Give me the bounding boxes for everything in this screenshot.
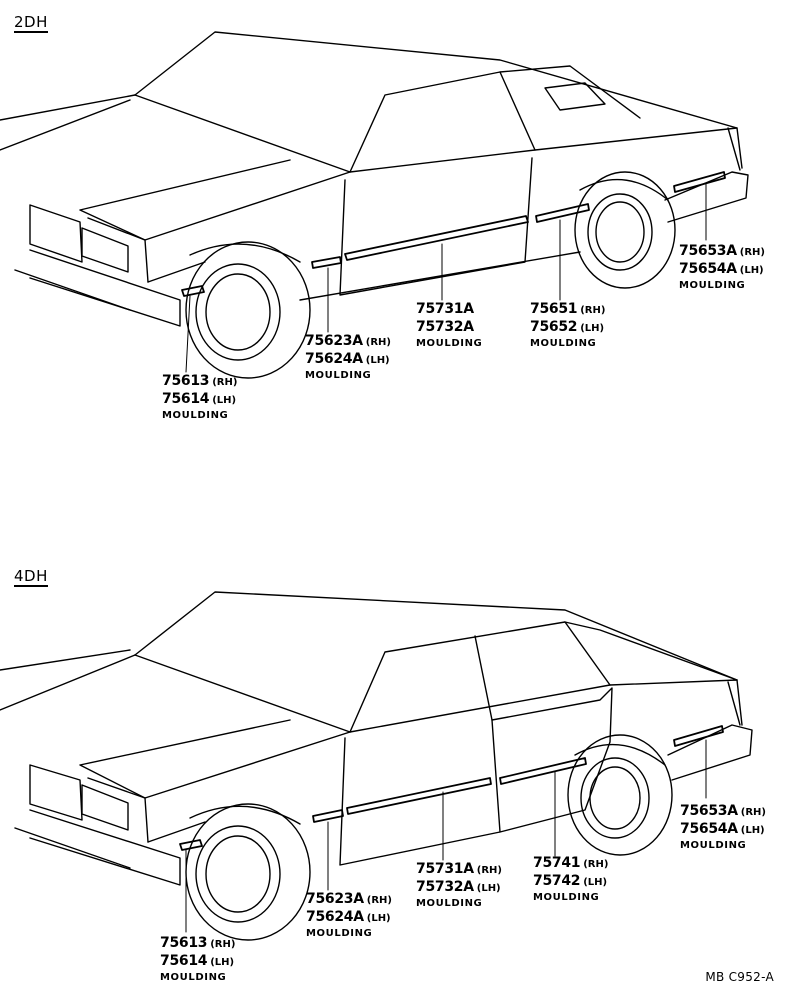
side-label: (LH) [740, 825, 765, 836]
part-description: MOULDING [416, 898, 483, 909]
rear-wheel [574, 171, 676, 289]
moulding-75623A [312, 809, 344, 823]
side-label: (LH) [210, 957, 235, 968]
diagram-title: 2DH [14, 13, 48, 33]
side-label: (RH) [580, 305, 606, 316]
side-label: (LH) [580, 323, 605, 334]
part-description: MOULDING [530, 338, 597, 349]
side-label: (LH) [366, 913, 391, 924]
callout-75731A-75732A: 75731A(RH) 75732A(LH) MOULDING [416, 860, 502, 911]
part-number: 75732A [416, 879, 474, 895]
callout-75613-75614: 75613(RH) 75614(LH) MOULDING [160, 934, 235, 985]
callout-75741-75742: 75741(RH) 75742(LH) MOULDING [533, 854, 608, 905]
car-illustration-4dh [0, 591, 753, 941]
part-description: MOULDING [533, 892, 600, 903]
headlight [81, 227, 129, 273]
rear-bumper [667, 724, 753, 781]
windshield [134, 621, 611, 733]
part-number: 75624A [306, 909, 364, 925]
side-label: (LH) [583, 877, 608, 888]
callout-75623A-75624A: 75623A(RH) 75624A(LH) MOULDING [305, 332, 391, 383]
rear-door-outline [491, 687, 613, 833]
roof-outline [134, 31, 738, 129]
part-number: 75731A [416, 861, 474, 877]
windshield [134, 71, 536, 173]
part-number: 75654A [680, 821, 738, 837]
moulding-75731A [346, 777, 492, 815]
callout-75731A-75732A: 75731A 75732A MOULDING [416, 300, 482, 351]
part-description: MOULDING [306, 928, 373, 939]
side-label: (LH) [476, 883, 501, 894]
part-description: MOULDING [305, 370, 372, 381]
moulding-75623A [311, 256, 342, 269]
part-number: 75623A [305, 333, 363, 349]
rear-wheel [567, 734, 673, 856]
callout-75623A-75624A: 75623A(RH) 75624A(LH) MOULDING [306, 890, 392, 941]
rear-bumper [664, 171, 749, 223]
part-number: 75614 [160, 953, 208, 969]
part-number: 75654A [679, 261, 737, 277]
rear-quarter-window [544, 82, 606, 111]
callout-75613-75614: 75613(RH) 75614(LH) MOULDING [162, 372, 237, 423]
part-description: MOULDING [679, 280, 746, 291]
diagram-2dh: 2DH [0, 0, 792, 500]
callout-75651-75652: 75651(RH) 75652(LH) MOULDING [530, 300, 605, 351]
side-label: (RH) [583, 859, 609, 870]
part-description: MOULDING [160, 972, 227, 983]
front-wheel [185, 803, 311, 941]
part-number: 75731A [416, 301, 474, 317]
part-number: 75652 [530, 319, 578, 335]
b-pillar [474, 635, 493, 721]
grille [29, 204, 83, 263]
part-number: 75651 [530, 301, 578, 317]
part-number: 75653A [679, 243, 737, 259]
part-number: 75653A [680, 803, 738, 819]
hood [0, 94, 351, 241]
car-illustration-2dh [0, 31, 749, 379]
part-number: 75613 [160, 935, 208, 951]
side-label: (LH) [212, 395, 237, 406]
roof-outline [134, 591, 738, 681]
moulding-75651 [535, 203, 590, 223]
callout-75653A-75654A: 75653A(RH) 75654A(LH) MOULDING [679, 242, 765, 293]
hood [0, 649, 351, 799]
leader-lines [185, 739, 707, 933]
moulding-75731A [344, 215, 529, 261]
moulding-75613 [181, 285, 205, 297]
part-number: 75614 [162, 391, 210, 407]
part-number: 75742 [533, 873, 581, 889]
moulding-75741 [499, 757, 587, 785]
part-number: 75732A [416, 319, 474, 335]
side-label: (RH) [366, 895, 392, 906]
callout-75653A-75654A: 75653A(RH) 75654A(LH) MOULDING [680, 802, 766, 853]
side-label: (RH) [740, 807, 766, 818]
moulding-75613 [179, 839, 203, 851]
part-number: 75624A [305, 351, 363, 367]
part-number: 75613 [162, 373, 210, 389]
side-label: (RH) [210, 939, 236, 950]
part-description: MOULDING [416, 338, 483, 349]
side-label: (LH) [365, 355, 390, 366]
grille [29, 764, 83, 821]
side-label: (LH) [739, 265, 764, 276]
part-description: MOULDING [162, 410, 229, 421]
side-label: (RH) [365, 337, 391, 348]
part-number: 75741 [533, 855, 581, 871]
side-label: (RH) [476, 865, 502, 876]
diagram-4dh: 4DH [0, 560, 792, 1000]
catalog-reference: MB C952-A [705, 970, 774, 984]
front-wheel [185, 241, 311, 379]
headlight [81, 784, 129, 831]
side-label: (RH) [739, 247, 765, 258]
moulding-75653A [673, 725, 724, 747]
door-outline [339, 157, 533, 296]
part-description: MOULDING [680, 840, 747, 851]
diagram-title: 4DH [14, 567, 48, 587]
front-door-outline [339, 719, 501, 866]
part-number: 75623A [306, 891, 364, 907]
moulding-75653A [673, 171, 726, 193]
side-label: (RH) [212, 377, 238, 388]
leader-lines [185, 183, 707, 373]
